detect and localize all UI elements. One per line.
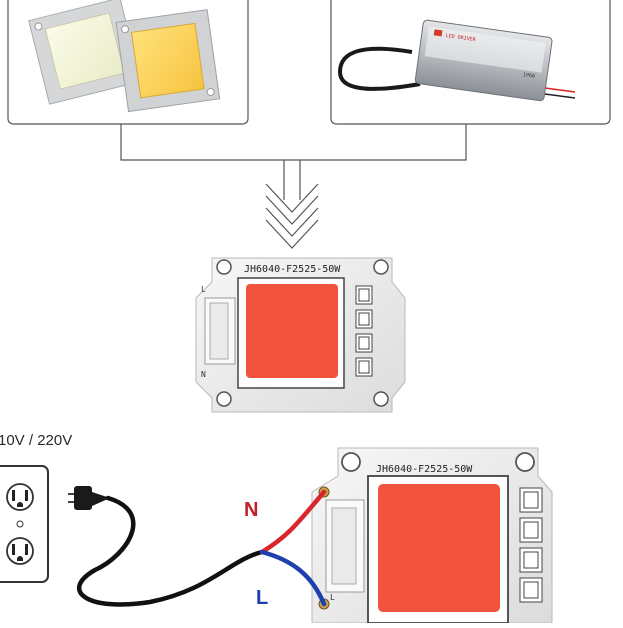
top-left-panel — [7, 0, 249, 125]
neutral-label: N — [244, 499, 258, 521]
yellow-cob-chip — [115, 9, 221, 113]
driver-label: LED DRIVER — [445, 33, 477, 43]
bottom-led-emitter — [378, 484, 500, 612]
bottom-pin-label-l: L — [330, 593, 335, 602]
white-cob-chip — [28, 0, 142, 105]
middle-model-label: JH6040-F2525-50W — [244, 264, 341, 275]
flow-connector — [120, 124, 467, 249]
outlet-socket-top — [6, 483, 34, 511]
line-label: L — [256, 587, 268, 609]
line-wire — [259, 549, 327, 607]
bottom-led-module: JH6040-F2525-50W L — [311, 447, 553, 624]
led-driver-image: LED DRIVER IP66 — [337, 19, 576, 102]
power-cord — [68, 486, 327, 607]
outlet-socket-bottom — [6, 537, 34, 565]
middle-pin-label-n: N — [201, 370, 206, 379]
top-right-panel: LED DRIVER IP66 — [330, 0, 611, 125]
middle-led-module: JH6040-F2525-50W N L — [195, 257, 406, 413]
bottom-component-column — [519, 487, 543, 603]
cob-led-chips-image — [28, 0, 221, 113]
bottom-model-label: JH6040-F2525-50W — [376, 464, 473, 475]
middle-pin-label-l: L — [201, 285, 206, 294]
wall-outlet — [0, 465, 49, 583]
neutral-wire — [259, 489, 327, 555]
chevron-down-icon — [265, 183, 319, 249]
middle-component-column — [355, 285, 373, 377]
middle-led-emitter — [246, 284, 338, 378]
voltage-label: 10V / 220V — [0, 432, 73, 449]
driver-ip-rating: IP66 — [523, 72, 536, 80]
outlet-screw — [16, 520, 24, 528]
